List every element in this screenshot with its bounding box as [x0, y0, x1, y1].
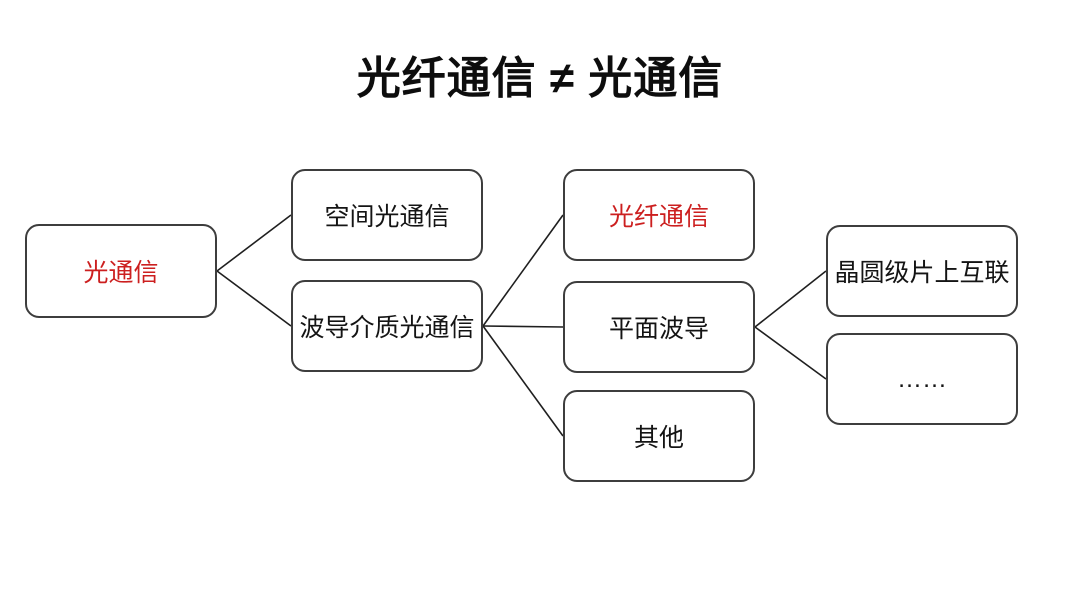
node-optical-communication: 光通信 [25, 224, 217, 318]
node-label: 平面波导 [608, 315, 709, 343]
node-label: 光纤通信 [608, 203, 709, 231]
node-label: …… [897, 364, 947, 393]
node-ellipsis: …… [826, 333, 1018, 425]
node-waveguide-medium-optical-communication: 波导介质光通信 [291, 280, 483, 372]
node-other: 其他 [563, 390, 755, 482]
edge-line-planar-waveguide-to-ellipsis [754, 326, 827, 380]
edge-line-waveguide-medium-optical-communication-to-planar-waveguide [482, 325, 564, 328]
node-planar-waveguide: 平面波导 [563, 281, 755, 373]
edge-line-waveguide-medium-optical-communication-to-other [482, 325, 564, 437]
edge-line-planar-waveguide-to-wafer-level-on-chip-interconnect [754, 270, 827, 328]
edge-line-optical-communication-to-free-space-optical-communication [216, 214, 292, 272]
node-fiber-optic-communication: 光纤通信 [563, 169, 755, 261]
edge-line-waveguide-medium-optical-communication-to-fiber-optic-communication [482, 214, 564, 327]
slide-title: 光纤通信 ≠ 光通信 [356, 54, 724, 103]
node-label: 晶圆级片上互联 [834, 259, 1010, 287]
node-label: 波导介质光通信 [299, 314, 475, 342]
node-label: 空间光通信 [324, 203, 450, 231]
node-wafer-level-on-chip-interconnect: 晶圆级片上互联 [826, 225, 1018, 317]
node-free-space-optical-communication: 空间光通信 [291, 169, 483, 261]
edge-line-optical-communication-to-waveguide-medium-optical-communication [216, 270, 292, 327]
node-label: 光通信 [83, 259, 159, 287]
node-label: 其他 [633, 424, 684, 452]
